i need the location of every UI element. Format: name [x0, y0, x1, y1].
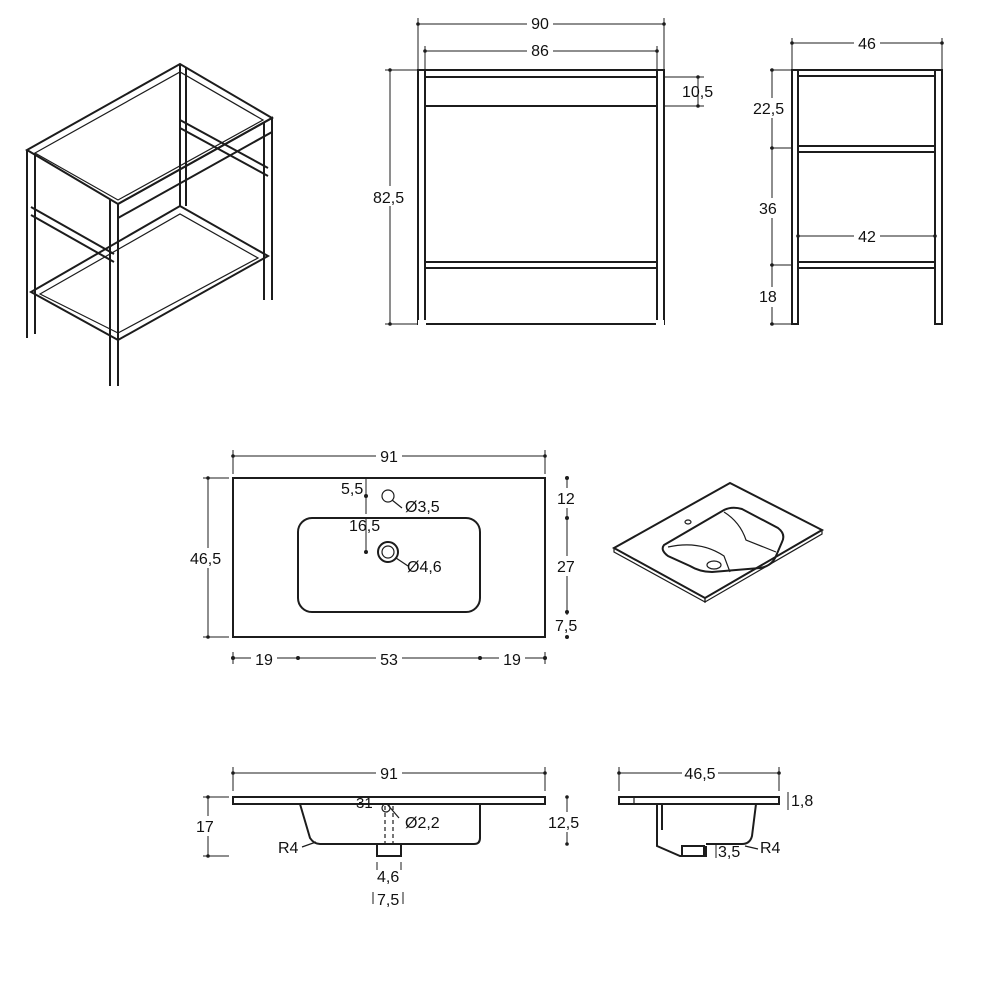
dim-overflow: 31: [356, 795, 373, 812]
dim-left-margin: 19: [255, 652, 273, 669]
frame-side-view: 46 42 22,5 36 18: [752, 34, 944, 326]
dim-front-width: 91: [380, 766, 398, 783]
dim-inner-width: 86: [531, 43, 549, 60]
dim-middle-section: 36: [759, 201, 777, 218]
dim-basin-width: 91: [380, 449, 398, 466]
dim-waste-offset: 3,5: [718, 844, 740, 861]
dim-right-margin: 19: [503, 652, 521, 669]
dim-front-height: 17: [196, 819, 214, 836]
basin-front-view: 91 17 12,5 31 Ø2,2 R4 4,6 7,5: [193, 764, 584, 909]
dim-side-basin-depth: 46,5: [684, 766, 715, 783]
dim-top-section: 22,5: [753, 101, 784, 118]
dim-tap-offset: 5,5: [341, 481, 363, 498]
dim-waste-len: 7,5: [377, 892, 399, 909]
dim-drain-hole: Ø4,6: [407, 559, 442, 576]
basin-side-view: 46,5 1,8 R4 3,5: [617, 764, 813, 861]
dim-drawer-height: 10,5: [682, 84, 713, 101]
dim-front-radius: R4: [278, 840, 299, 857]
dim-side-depth: 46: [858, 36, 876, 53]
dim-top-margin: 12: [557, 491, 575, 508]
dim-drain-offset: 16,5: [349, 518, 380, 535]
dim-bottom-section: 18: [759, 289, 777, 306]
dim-waste-dia: 4,6: [377, 869, 399, 886]
dim-bowl-depth: 27: [557, 559, 575, 576]
dim-tap-hole: Ø3,5: [405, 499, 440, 516]
basin-isometric-view: [611, 481, 825, 604]
frame-isometric-view: [25, 62, 275, 386]
dim-side-inner-depth: 42: [858, 229, 876, 246]
dim-side-radius: R4: [760, 840, 781, 857]
frame-front-view: 90 86 10,5 82,5: [372, 14, 713, 326]
dim-front-margin: 7,5: [555, 618, 577, 635]
dim-bowl-height: 12,5: [548, 815, 579, 832]
dim-slab-thickness: 1,8: [791, 793, 813, 810]
dim-overall-width: 90: [531, 16, 549, 33]
dim-basin-depth: 46,5: [190, 551, 221, 568]
dim-waste-hole: Ø2,2: [405, 815, 440, 832]
basin-plan-view: 91 46,5 5,5 Ø3,5 16,5 Ø4,6 12 27 7,5 19 …: [189, 447, 581, 669]
dim-bowl-width: 53: [380, 652, 398, 669]
dim-total-height: 82,5: [373, 190, 404, 207]
